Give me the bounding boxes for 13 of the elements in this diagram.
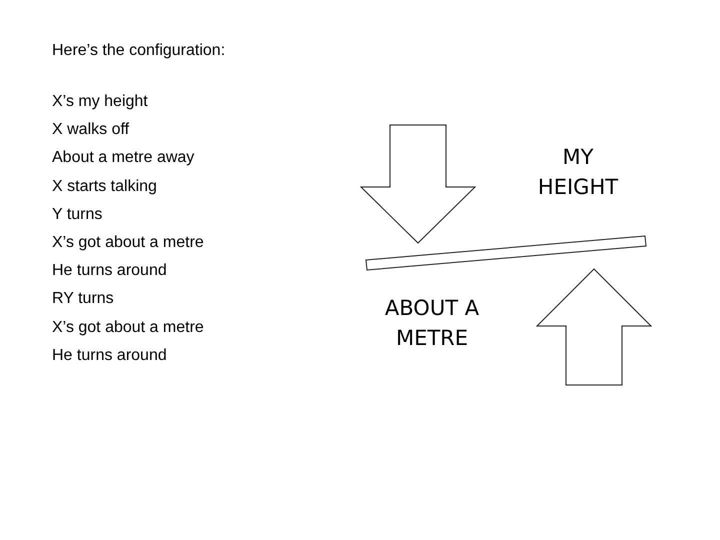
callout-label: MY HEIGHT — [536, 144, 620, 201]
heading: Here’s the configuration: — [52, 42, 226, 60]
list-item: RY turns — [52, 290, 114, 308]
list-item: X starts talking — [52, 178, 157, 196]
list-item: He turns around — [52, 262, 167, 280]
list-item: X’s my height — [52, 93, 148, 111]
list-item: About a metre away — [52, 149, 194, 168]
list-item: X’s got about a metre — [52, 234, 204, 252]
list-item: X walks off — [52, 121, 130, 140]
list-item: X’s got about a metre — [52, 318, 204, 337]
list-item: He turns around — [52, 346, 167, 365]
list-item: Y turns — [52, 206, 102, 224]
callout-label: ABOUT A METRE — [384, 295, 480, 352]
